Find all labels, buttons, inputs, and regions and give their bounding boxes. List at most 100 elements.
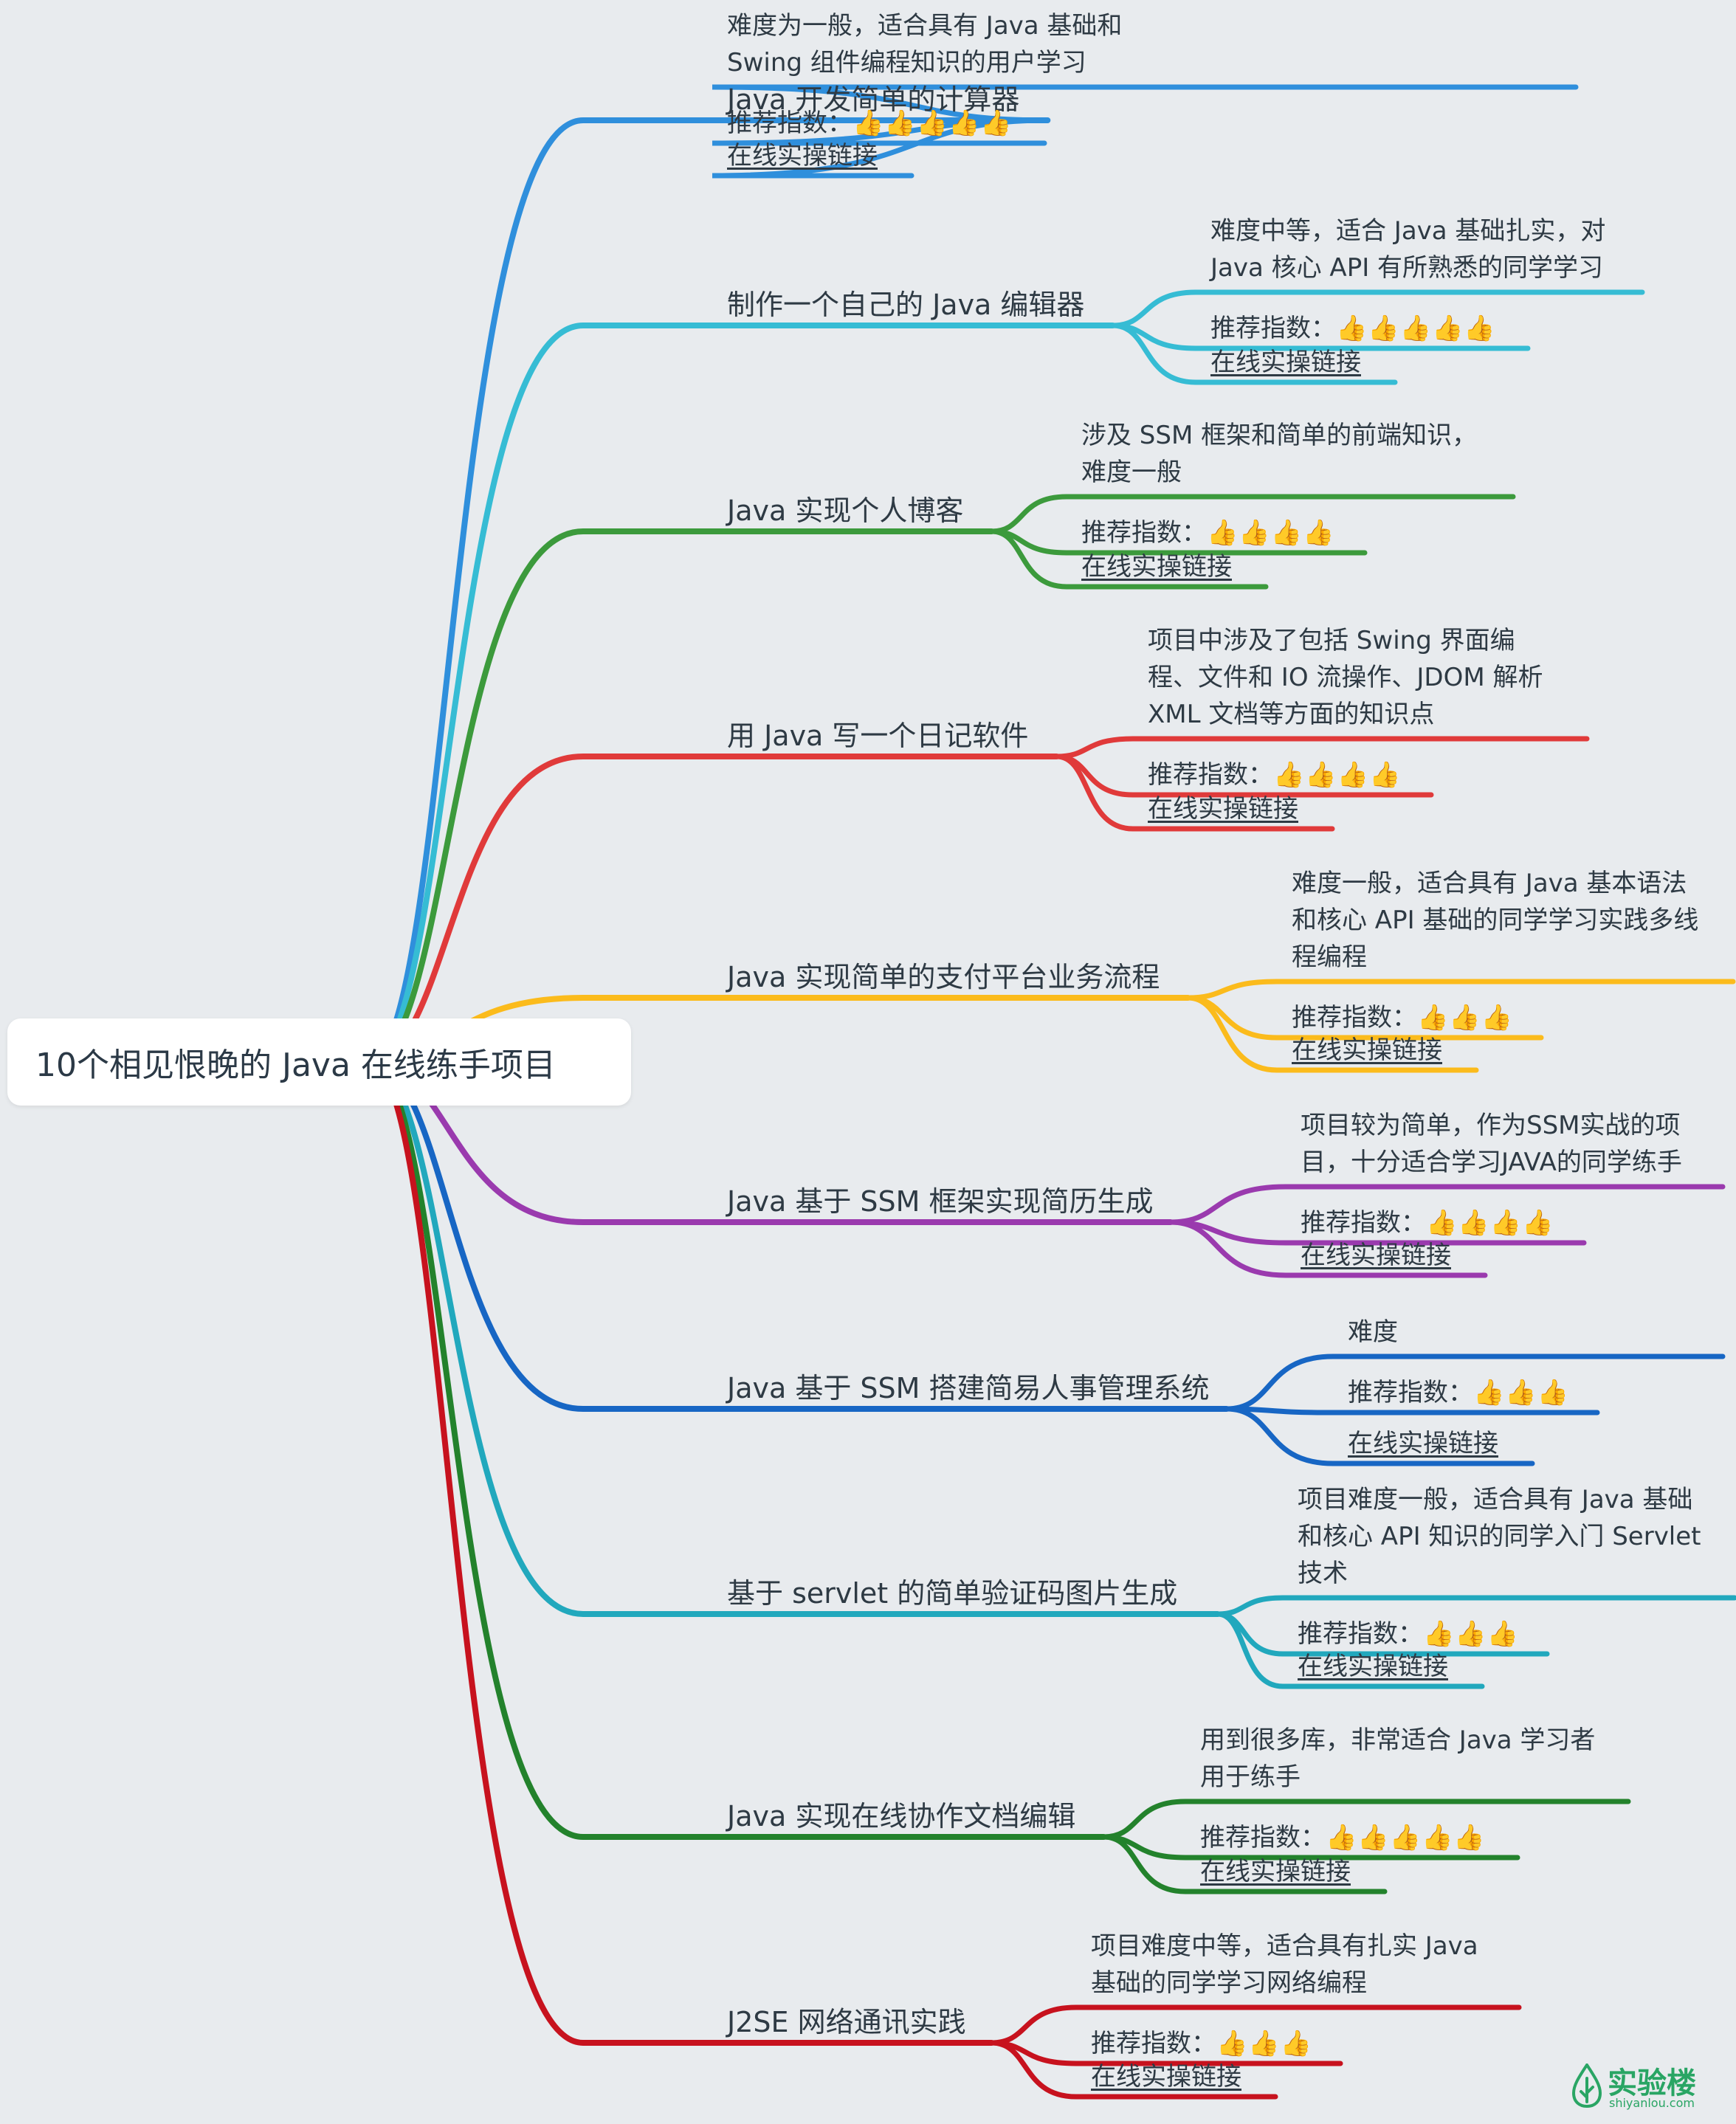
practice-link[interactable]: 在线实操链接 [1148,792,1298,826]
description-line: 难度为一般，适合具有 Java 基础和 [727,11,1123,41]
practice-link[interactable]: 在线实操链接 [1298,1649,1448,1683]
branch-title[interactable]: Java 实现个人博客 [727,494,964,527]
practice-link-text[interactable]: 在线实操链接 [1348,1429,1498,1458]
practice-link-text[interactable]: 在线实操链接 [1292,1035,1442,1065]
description-line: 基础的同学学习网络编程 [1091,1968,1367,1998]
description-line: 用于练手 [1200,1762,1301,1792]
root-node[interactable]: 10个相见恨晚的 Java 在线练手项目 [7,1018,631,1106]
leaf-edge [1109,289,1645,328]
rating-label: 推荐指数： [727,108,852,138]
practice-link[interactable]: 在线实操链接 [1210,345,1361,379]
leaf-description: 项目难度中等，适合具有扎实 Java 基础的同学学习网络编程 [1091,1928,1478,2001]
practice-link[interactable]: 在线实操链接 [1081,550,1232,584]
leaf-edge [1053,736,1590,759]
leaf-edge [1224,1406,1535,1466]
leaf-rating: 推荐指数：👍👍👍 [1091,2027,1312,2061]
thumbs-up-icon: 👍👍👍 [1216,2029,1313,2058]
practice-link[interactable]: 在线实操链接 [1301,1238,1451,1272]
shiyanlou-logo: 实验楼 shiyanlou.com [1571,2059,1696,2118]
practice-link[interactable]: 在线实操链接 [727,139,878,173]
leaf-edge [1215,1595,1736,1617]
logo-subtitle: shiyanlou.com [1609,2096,1695,2110]
branch-edge [366,117,1051,1064]
branch-title[interactable]: Java 开发简单的计算器 [727,83,1020,116]
practice-link[interactable]: 在线实操链接 [1091,2060,1241,2094]
leaf-logo-icon [1571,2063,1602,2108]
description-line: 难度 [1348,1317,1398,1347]
leaf-edge [1053,754,1335,832]
thumbs-up-icon: 👍👍👍 [1473,1378,1570,1407]
branch-title[interactable]: Java 基于 SSM 搭建简易人事管理系统 [727,1372,1210,1404]
leaf-description: 项目难度一般，适合具有 Java 基础和核心 API 知识的同学入门 Servl… [1298,1481,1701,1592]
practice-link-text[interactable]: 在线实操链接 [1301,1241,1451,1270]
leaf-description: 项目中涉及了包括 Swing 界面编程、文件和 IO 流操作、JDOM 解析 XM… [1148,622,1543,733]
description-line: 和核心 API 知识的同学入门 Servlet [1298,1522,1701,1551]
logo-name: 实验楼 [1608,2066,1696,2100]
branch-title[interactable]: 用 Java 写一个日记软件 [727,720,1029,752]
rating-label: 推荐指数： [1210,314,1336,343]
description-line: 项目较为简单，作为SSM实战的项 [1301,1111,1681,1140]
branch-title[interactable]: Java 实现在线协作文档编辑 [727,1800,1076,1832]
leaf-edge [1185,979,1736,1001]
description-line: 项目难度中等，适合具有扎实 Java [1091,1931,1478,1961]
rating-label: 推荐指数： [1292,1003,1417,1032]
leaf-edge [988,2040,1278,2100]
leaf-rating: 推荐指数：👍👍👍 [1292,1001,1513,1035]
branch-title[interactable]: Java 基于 SSM 框架实现简历生成 [727,1185,1154,1218]
practice-link[interactable]: 在线实操链接 [1200,1855,1351,1889]
leaf-rating: 推荐指数：👍👍👍👍👍 [1210,311,1496,345]
description-line: 程、文件和 IO 流操作、JDOM 解析 [1148,663,1543,692]
leaf-description: 涉及 SSM 框架和简单的前端知识， 难度一般 [1081,417,1477,491]
leaf-edge [1215,1611,1485,1689]
rating-label: 推荐指数： [1081,518,1207,548]
thumbs-up-icon: 👍👍👍👍 [1207,518,1335,548]
leaf-edge [712,117,1050,179]
root-title: 10个相见恨晚的 Java 在线练手项目 [35,1047,556,1084]
branch-edge [366,1058,1107,1840]
description-line: 难度中等，适合 Java 基础扎实，对 [1210,216,1606,246]
leaf-rating: 推荐指数：👍👍👍 [1348,1376,1569,1410]
leaf-edge [1109,323,1398,385]
description-line: 项目中涉及了包括 Swing 界面编 [1148,626,1515,655]
leaf-rating: 推荐指数：👍👍👍👍 [1301,1206,1554,1240]
description-line: 难度一般 [1081,458,1182,487]
branch-title[interactable]: 基于 servlet 的简单验证码图片生成 [727,1577,1178,1610]
rating-label: 推荐指数： [1200,1823,1326,1852]
practice-link-text[interactable]: 在线实操链接 [1091,2062,1241,2092]
practice-link-text[interactable]: 在线实操链接 [1200,1857,1351,1886]
branch-edge [366,323,1116,1064]
leaf-description: 难度为一般，适合具有 Java 基础和 Swing 组件编程知识的用户学习 [727,7,1122,81]
leaf-rating: 推荐指数：👍👍👍👍 [1148,758,1401,792]
leaf-rating: 推荐指数：👍👍👍👍 [1081,516,1334,550]
practice-link-text[interactable]: 在线实操链接 [727,141,878,170]
practice-link[interactable]: 在线实操链接 [1348,1427,1498,1461]
branch-title[interactable]: Java 实现简单的支付平台业务流程 [727,961,1160,993]
leaf-edge [988,528,1269,590]
practice-link-text[interactable]: 在线实操链接 [1081,552,1232,582]
branch-title[interactable]: 制作一个自己的 Java 编辑器 [727,289,1085,321]
leaf-edge [1168,1219,1488,1278]
practice-link-text[interactable]: 在线实操链接 [1210,348,1361,377]
rating-label: 推荐指数： [1348,1378,1473,1407]
description-line: Swing 组件编程知识的用户学习 [727,48,1086,77]
description-line: 涉及 SSM 框架和简单的前端知识， [1081,421,1478,450]
practice-link[interactable]: 在线实操链接 [1292,1033,1442,1067]
leaf-description: 难度 [1348,1314,1398,1351]
thumbs-up-icon: 👍👍👍👍👍 [1326,1823,1486,1852]
description-line: 难度一般，适合具有 Java 基本语法 [1292,869,1687,898]
practice-link-text[interactable]: 在线实操链接 [1298,1652,1448,1681]
description-line: 项目难度一般，适合具有 Java 基础 [1298,1485,1693,1514]
branch-title[interactable]: J2SE 网络通讯实践 [727,2006,966,2038]
leaf-rating: 推荐指数：👍👍👍👍👍 [1200,1821,1486,1855]
description-line: 用到很多库，非常适合 Java 学习者 [1200,1725,1596,1755]
leaf-edge [988,2004,1522,2046]
description-line: Java 核心 API 有所熟悉的同学学习 [1210,253,1604,283]
thumbs-up-icon: 👍👍👍 [1423,1619,1520,1649]
leaf-edge [1100,1799,1631,1840]
description-line: 技术 [1298,1559,1348,1588]
practice-link-text[interactable]: 在线实操链接 [1148,794,1298,824]
description-line: XML 文档等方面的知识点 [1148,700,1435,729]
thumbs-up-icon: 👍👍👍👍👍 [852,108,1013,138]
